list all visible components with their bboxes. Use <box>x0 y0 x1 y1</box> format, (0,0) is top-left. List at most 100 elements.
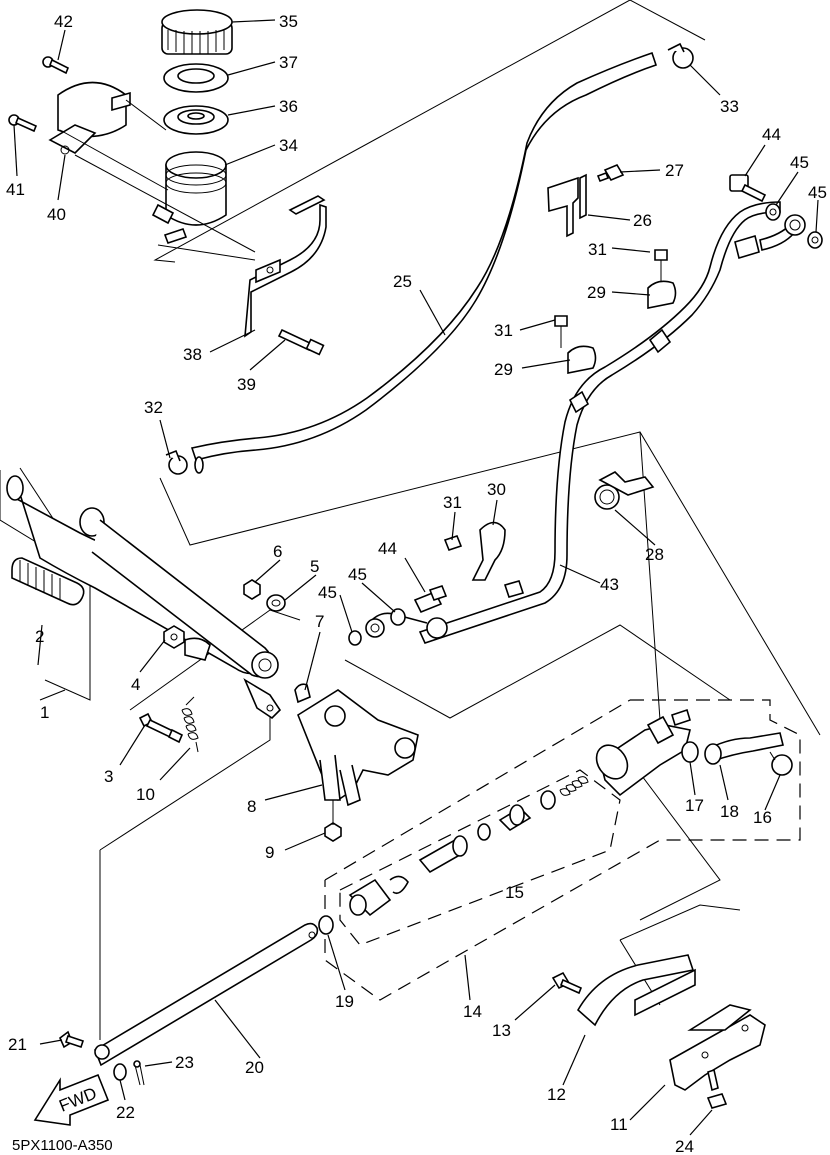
callout-10: 10 <box>136 785 155 804</box>
piston-kit-15 <box>389 776 589 895</box>
callout-21: 21 <box>8 1035 27 1054</box>
washer-45-upper-a <box>765 203 781 221</box>
hose-guide-30 <box>443 521 506 581</box>
callout-29-upper: 29 <box>587 283 606 302</box>
washer-45-lower-a <box>390 608 406 626</box>
callout-3: 3 <box>104 767 113 786</box>
cotter-clip-7 <box>294 683 311 704</box>
callout-20: 20 <box>245 1058 264 1077</box>
brake-hose <box>365 201 806 644</box>
callout-24: 24 <box>675 1137 694 1155</box>
diagram-code: 5PX1100-A350 <box>12 1137 113 1154</box>
master-cylinder-bracket-11 <box>669 1004 766 1091</box>
callout-34: 34 <box>279 136 298 155</box>
leader-lines <box>13 19 819 1136</box>
pedal-bracket-8 <box>297 689 419 807</box>
callout-39: 39 <box>237 375 256 394</box>
callout-31-lower: 31 <box>443 493 462 512</box>
push-rod-20 <box>94 922 319 1067</box>
washer-22 <box>113 1063 127 1081</box>
nut-19 <box>318 915 334 935</box>
callout-28: 28 <box>645 545 664 564</box>
callout-36: 36 <box>279 97 298 116</box>
hose-guide-26 <box>547 173 587 238</box>
fwd-arrow: FWD <box>33 1073 110 1126</box>
banjo-bolt-44-lower <box>413 585 448 614</box>
pin-21 <box>59 1030 85 1049</box>
reservoir-bracket <box>244 195 327 338</box>
callout-8: 8 <box>247 797 256 816</box>
master-cylinder <box>595 708 691 797</box>
brake-pedal <box>6 475 282 720</box>
callout-15: 15 <box>505 883 524 902</box>
banjo-bolt-44-upper <box>729 174 767 203</box>
callout-13: 13 <box>492 1021 511 1040</box>
callout-labels: 42 35 37 36 34 41 40 33 44 45 45 27 26 3… <box>6 12 827 1155</box>
pedal-rubber <box>11 557 85 606</box>
clip-16 <box>769 751 793 776</box>
callout-33: 33 <box>720 97 739 116</box>
callout-41: 41 <box>6 180 25 199</box>
callout-17: 17 <box>685 796 704 815</box>
screw-41 <box>8 114 38 133</box>
nut-4 <box>163 625 185 649</box>
callout-44-upper: 44 <box>762 125 781 144</box>
callout-29-lower: 29 <box>494 360 513 379</box>
reservoir-holder <box>48 81 131 155</box>
bolt-13 <box>551 971 583 995</box>
callout-22: 22 <box>116 1103 135 1122</box>
callout-6: 6 <box>273 542 282 561</box>
guard-12 <box>576 954 696 1027</box>
screw-42 <box>42 56 70 75</box>
nut-6 <box>243 579 261 600</box>
callout-25: 25 <box>393 272 412 291</box>
callout-16: 16 <box>753 808 772 827</box>
callout-31-middle: 31 <box>494 321 513 340</box>
callout-40: 40 <box>47 205 66 224</box>
callout-45-lower-a: 45 <box>348 565 367 584</box>
callout-38: 38 <box>183 345 202 364</box>
callout-2: 2 <box>35 627 44 646</box>
reservoir-tank <box>165 151 227 226</box>
callout-42: 42 <box>54 12 73 31</box>
bolt-27 <box>596 163 625 183</box>
callout-30: 30 <box>487 480 506 499</box>
callout-43: 43 <box>600 575 619 594</box>
cotter-pin-23 <box>133 1060 145 1086</box>
callout-5: 5 <box>310 557 319 576</box>
callout-4: 4 <box>131 675 140 694</box>
boot-14 <box>348 878 392 917</box>
spring-10 <box>181 696 199 753</box>
callout-44-lower: 44 <box>378 539 397 558</box>
callout-14: 14 <box>463 1002 482 1021</box>
reservoir-diaphragm <box>163 63 229 93</box>
reservoir-assembly <box>8 9 327 356</box>
callout-11: 11 <box>610 1115 628 1134</box>
group-outlines <box>0 0 821 1040</box>
hose-clamp-28 <box>594 471 655 510</box>
callout-18: 18 <box>720 802 739 821</box>
callout-45-upper-b: 45 <box>808 183 827 202</box>
callout-23: 23 <box>175 1053 194 1072</box>
bolt-24 <box>706 1068 728 1109</box>
callout-7: 7 <box>315 612 324 631</box>
bolt-9 <box>324 800 342 842</box>
diaphragm-plate <box>163 105 229 135</box>
reservoir-hose-fitting <box>151 203 188 245</box>
callout-27: 27 <box>665 161 684 180</box>
callout-12: 12 <box>547 1085 566 1104</box>
reservoir-hose <box>190 51 658 474</box>
callout-9: 9 <box>265 843 274 862</box>
washer-5 <box>266 594 286 612</box>
callout-31-upper: 31 <box>588 240 607 259</box>
washer-45-upper-b <box>807 231 823 249</box>
callout-45-upper-a: 45 <box>790 153 809 172</box>
callout-26: 26 <box>633 211 652 230</box>
callout-1: 1 <box>40 703 49 722</box>
hose-joint-18 <box>704 732 784 765</box>
hose-clamp-29-upper <box>647 249 677 309</box>
bolt-39 <box>277 328 325 356</box>
callout-45-lower-b: 45 <box>318 583 337 602</box>
callout-35: 35 <box>279 12 298 31</box>
